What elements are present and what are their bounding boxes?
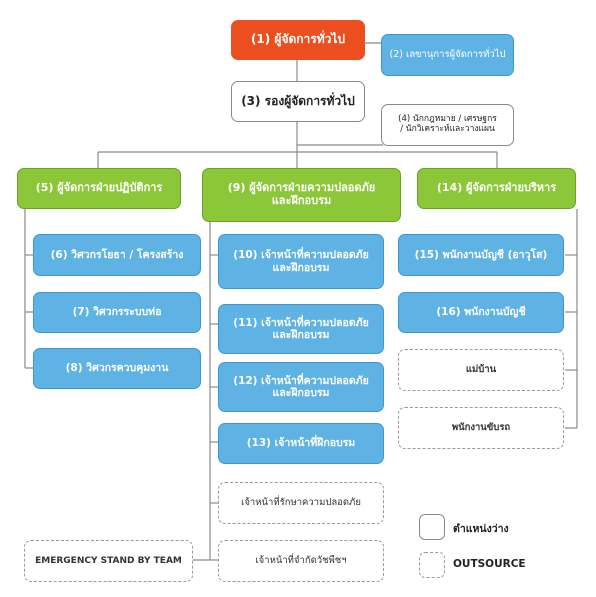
civil-engineer-label: (6) วิศวกรโยธา / โครงสร้าง [50, 248, 184, 261]
legend-outsource-swatch [419, 552, 445, 578]
training-officer-box: (13) เจ้าหน้าที่ฝึกอบรม [218, 423, 384, 464]
legal-analyst-label: (4) นักกฎหมาย / เศรษฐกร / นักวิเคราะห์แล… [398, 114, 497, 134]
weed-control-label: เจ้าหน้าที่จำกัดวัชพืชฯ [255, 554, 347, 566]
piping-engineer-label: (7) วิศวกรระบบท่อ [72, 306, 162, 319]
safety-officer-10-box: (10) เจ้าหน้าที่ความปลอดภัย และฝึกอบรม [218, 234, 384, 289]
piping-engineer-box: (7) วิศวกรระบบท่อ [33, 292, 201, 333]
accountant-label: (16) พนักงานบัญชี [436, 306, 526, 319]
general-manager-label: (1) ผู้จัดการทั่วไป [250, 32, 346, 47]
legend-vacant-swatch [419, 514, 445, 540]
deputy-manager-label: (3) รองผู้จัดการทั่วไป [241, 93, 355, 108]
admin-manager-label: (14) ผู้จัดการฝ่ายบริหาร [436, 181, 557, 195]
driver-label: พนักงานขับรถ [451, 421, 511, 433]
safety-officer-12-box: (12) เจ้าหน้าที่ความปลอดภัย และฝึกอบรม [218, 362, 384, 412]
safety-officer-11-box: (11) เจ้าหน้าที่ความปลอดภัย และฝึกอบรม [218, 304, 384, 354]
driver-box: พนักงานขับรถ [398, 407, 564, 449]
legend-outsource-label: OUTSOURCE [453, 558, 526, 570]
housekeeper-box: แม่บ้าน [398, 349, 564, 391]
general-manager-box: (1) ผู้จัดการทั่วไป [231, 20, 365, 60]
emergency-team-box: EMERGENCY STAND BY TEAM [24, 540, 193, 582]
safety-officer-11-label: (11) เจ้าหน้าที่ความปลอดภัย และฝึกอบรม [233, 316, 369, 341]
safety-officer-10-label: (10) เจ้าหน้าที่ความปลอดภัย และฝึกอบรม [233, 249, 369, 274]
civil-engineer-box: (6) วิศวกรโยธา / โครงสร้าง [33, 234, 201, 276]
admin-manager-box: (14) ผู้จัดการฝ่ายบริหาร [417, 168, 576, 209]
accountant-box: (16) พนักงานบัญชี [398, 292, 564, 333]
site-engineer-box: (8) วิศวกรควบคุมงาน [33, 348, 201, 389]
safety-manager-box: (9) ผู้จัดการฝ่ายความปลอดภัย และฝึกอบรม [202, 168, 401, 222]
deputy-manager-box: (3) รองผู้จัดการทั่วไป [231, 81, 365, 122]
secretary-label: (2) เลขานุการผู้จัดการทั่วไป [389, 48, 506, 60]
site-engineer-label: (8) วิศวกรควบคุมงาน [65, 362, 169, 375]
training-officer-label: (13) เจ้าหน้าที่ฝึกอบรม [246, 437, 356, 450]
housekeeper-label: แม่บ้าน [465, 363, 497, 375]
senior-accountant-label: (15) พนักงานบัญชี (อาวุโส) [414, 248, 548, 261]
weed-control-box: เจ้าหน้าที่จำกัดวัชพืชฯ [218, 540, 384, 582]
legal-analyst-box: (4) นักกฎหมาย / เศรษฐกร / นักวิเคราะห์แล… [381, 104, 514, 146]
security-guard-label: เจ้าหน้าที่รักษาความปลอดภัย [241, 496, 361, 508]
senior-accountant-box: (15) พนักงานบัญชี (อาวุโส) [398, 234, 564, 276]
secretary-box: (2) เลขานุการผู้จัดการทั่วไป [381, 34, 514, 76]
operations-manager-label: (5) ผู้จัดการฝ่ายปฏิบัติการ [35, 181, 163, 195]
emergency-team-label: EMERGENCY STAND BY TEAM [35, 555, 182, 566]
safety-manager-label: (9) ผู้จัดการฝ่ายความปลอดภัย และฝึกอบรม [227, 181, 376, 207]
legend-vacant-label: ตำแหน่งว่าง [453, 523, 509, 535]
operations-manager-box: (5) ผู้จัดการฝ่ายปฏิบัติการ [17, 168, 181, 209]
safety-officer-12-label: (12) เจ้าหน้าที่ความปลอดภัย และฝึกอบรม [233, 374, 369, 399]
security-guard-box: เจ้าหน้าที่รักษาความปลอดภัย [218, 482, 384, 524]
